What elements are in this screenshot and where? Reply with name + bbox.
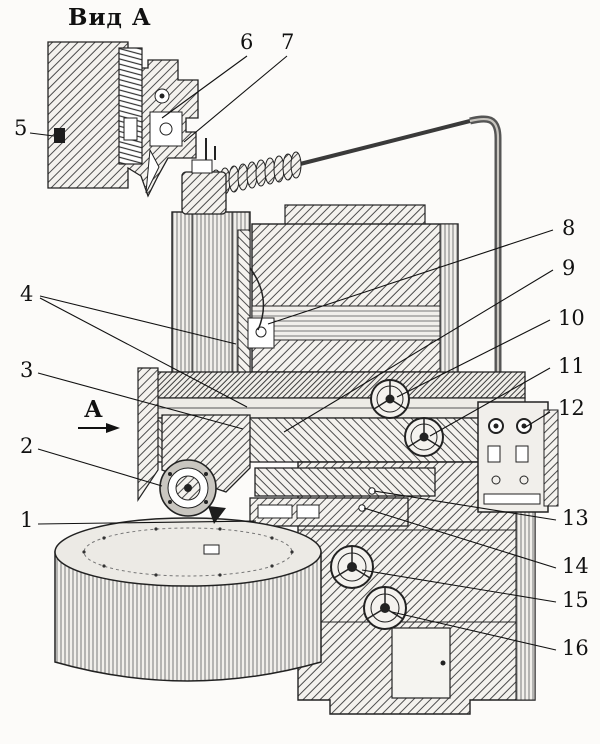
callout-14: 14 <box>562 554 589 578</box>
callout-11: 11 <box>558 354 585 378</box>
section-arrow-label: А <box>84 396 104 423</box>
screw-nut <box>123 117 138 141</box>
leader-7 <box>183 55 288 143</box>
callout-2: 2 <box>20 434 34 458</box>
callout-9: 9 <box>562 256 576 280</box>
callout-5: 5 <box>14 116 28 140</box>
table-clamp <box>203 544 220 555</box>
leader-4b <box>39 297 248 408</box>
leader-14 <box>363 507 557 569</box>
overhead-arm <box>210 115 502 392</box>
leader-3 <box>37 372 244 430</box>
panel-plate <box>483 493 541 505</box>
leader-1 <box>37 520 257 525</box>
callout-15: 15 <box>562 588 589 612</box>
control-panel <box>477 401 559 513</box>
leader-10 <box>396 319 551 398</box>
callout-10: 10 <box>558 306 585 330</box>
cutting-tool <box>208 506 226 524</box>
leader-4a <box>39 295 237 345</box>
machine-housing <box>251 204 459 373</box>
lead-screw <box>118 47 143 165</box>
callout-8: 8 <box>562 216 576 240</box>
roller-pin <box>159 93 165 99</box>
leader-15 <box>361 569 557 603</box>
leader-8 <box>267 229 554 325</box>
door-handle <box>440 660 446 666</box>
limit-switch <box>54 128 65 143</box>
leader-11 <box>429 367 551 437</box>
tool-head <box>159 414 251 524</box>
leader-16 <box>391 611 557 651</box>
bracket-pin <box>159 122 173 136</box>
saddle-slide <box>249 467 436 527</box>
detail-view-a <box>47 41 199 198</box>
panel-button-left <box>491 475 501 485</box>
handwheel-upper <box>370 379 410 419</box>
callout-1: 1 <box>20 508 34 532</box>
hose <box>249 267 265 331</box>
leader-2 <box>37 448 163 487</box>
callout-16: 16 <box>562 636 589 660</box>
callout-7: 7 <box>281 30 295 54</box>
access-door <box>391 627 451 699</box>
section-arrow <box>78 423 120 433</box>
name-plate <box>257 504 293 519</box>
panel-button-right <box>519 475 529 485</box>
callout-12: 12 <box>558 396 585 420</box>
leader-5 <box>29 132 55 137</box>
feed-motor <box>181 171 227 215</box>
leader-6 <box>161 55 248 119</box>
leader-12 <box>523 411 551 429</box>
stop-dog <box>145 148 160 194</box>
panel-switch-left <box>487 445 501 463</box>
callout-3: 3 <box>20 358 34 382</box>
handwheel-lower <box>404 417 444 457</box>
handwheel-traverse <box>363 586 407 630</box>
leader-13 <box>373 490 557 521</box>
callout-6: 6 <box>240 30 254 54</box>
leader-lines <box>29 55 557 651</box>
name-plate-small <box>296 504 320 519</box>
detail-view-title: Вид А <box>68 4 152 31</box>
callout-13: 13 <box>562 506 589 530</box>
leader-9 <box>283 269 554 433</box>
crossrail-left-end <box>137 367 159 502</box>
rotary-table <box>54 517 322 682</box>
handwheel-sidefeed <box>330 545 374 589</box>
panel-switch-right <box>515 445 529 463</box>
table-slot-holes <box>82 527 294 577</box>
motor-cap <box>191 159 213 174</box>
callout-4: 4 <box>20 282 34 306</box>
